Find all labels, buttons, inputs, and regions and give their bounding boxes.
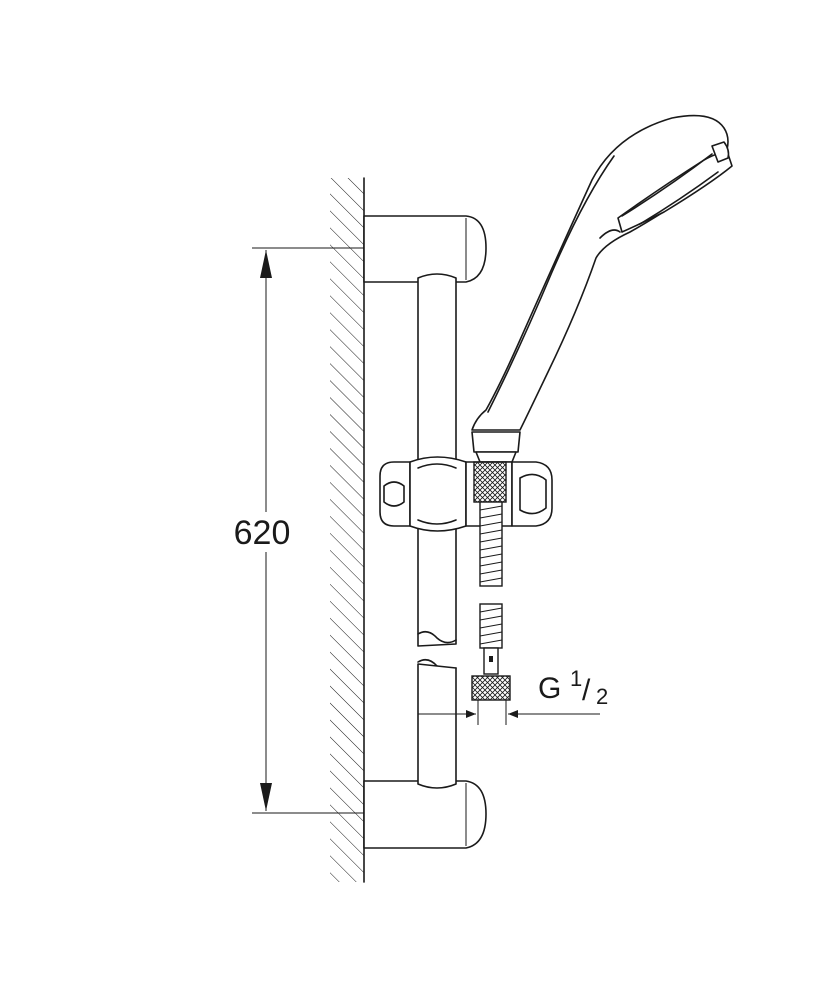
height-dimension: 620 [234, 247, 364, 814]
thread-prefix: G [538, 672, 561, 705]
bottom-wall-bracket [363, 780, 487, 849]
hand-shower [471, 114, 733, 463]
wall [330, 177, 365, 883]
height-dimension-label: 620 [234, 514, 291, 552]
top-wall-bracket [363, 215, 487, 283]
shower-holder-slider [379, 456, 553, 532]
hose-upper [479, 501, 503, 587]
thread-numerator: 1 [570, 666, 582, 691]
hose-lower [471, 603, 511, 701]
thread-denominator: 2 [596, 684, 608, 709]
thread-slash: / [582, 674, 591, 707]
thread-dimension: G 1 / 2 [418, 666, 608, 725]
